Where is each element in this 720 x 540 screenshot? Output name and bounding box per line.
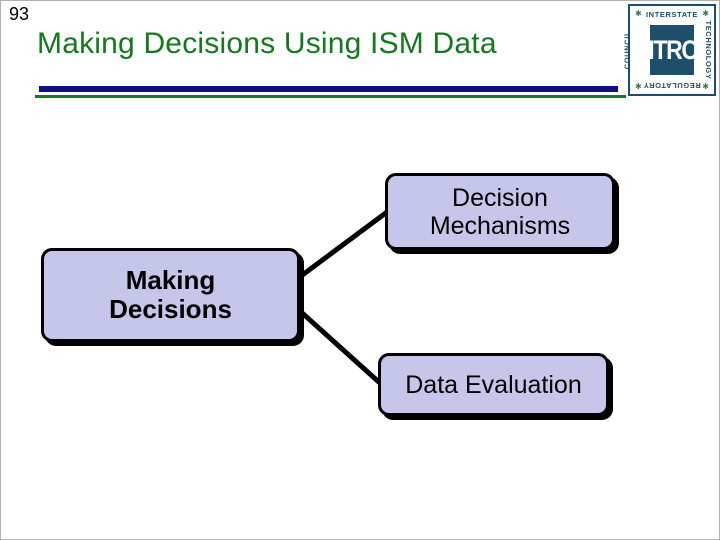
node-label-line1: Data Evaluation [405, 370, 582, 399]
star-icon: ✱ [635, 82, 642, 91]
node-label: Data Evaluation [405, 371, 582, 399]
node-making-decisions[interactable]: Making Decisions [41, 248, 300, 342]
node-label-line1: Decision [452, 183, 548, 212]
node-label-line1: Making [125, 264, 216, 295]
logo-text-technology: TECHNOLOGY [704, 20, 714, 80]
star-icon: ✱ [635, 9, 642, 18]
star-icon: ✱ [702, 82, 709, 91]
node-label: Decision Mechanisms [430, 184, 570, 240]
node-label: Making Decisions [109, 264, 232, 324]
node-decision-mechanisms[interactable]: Decision Mechanisms [385, 173, 615, 250]
connector-making-decisions-to-data-evaluation [297, 308, 385, 388]
node-label-line2: Mechanisms [429, 211, 571, 240]
title-rule-blue [39, 86, 618, 92]
star-icon: ✱ [702, 9, 709, 18]
connector-making-decisions-to-decision-mechanisms [297, 208, 391, 280]
logo-text-interstate: INTERSTATE [646, 10, 698, 19]
logo-core-text: ITRC [647, 34, 698, 65]
logo-frame [628, 4, 716, 96]
itrc-logo: INTERSTATE TECHNOLOGY REGULATORY COUNCIL… [622, 1, 719, 99]
logo-text-council: COUNCIL [622, 30, 632, 70]
slide-number: 93 [9, 4, 30, 24]
node-data-evaluation[interactable]: Data Evaluation [378, 353, 609, 416]
node-label-line2: Decisions [109, 294, 232, 324]
logo-core-box: ITRC [647, 22, 697, 78]
page-title: Making Decisions Using ISM Data [37, 27, 497, 60]
title-rule-green [35, 95, 626, 98]
